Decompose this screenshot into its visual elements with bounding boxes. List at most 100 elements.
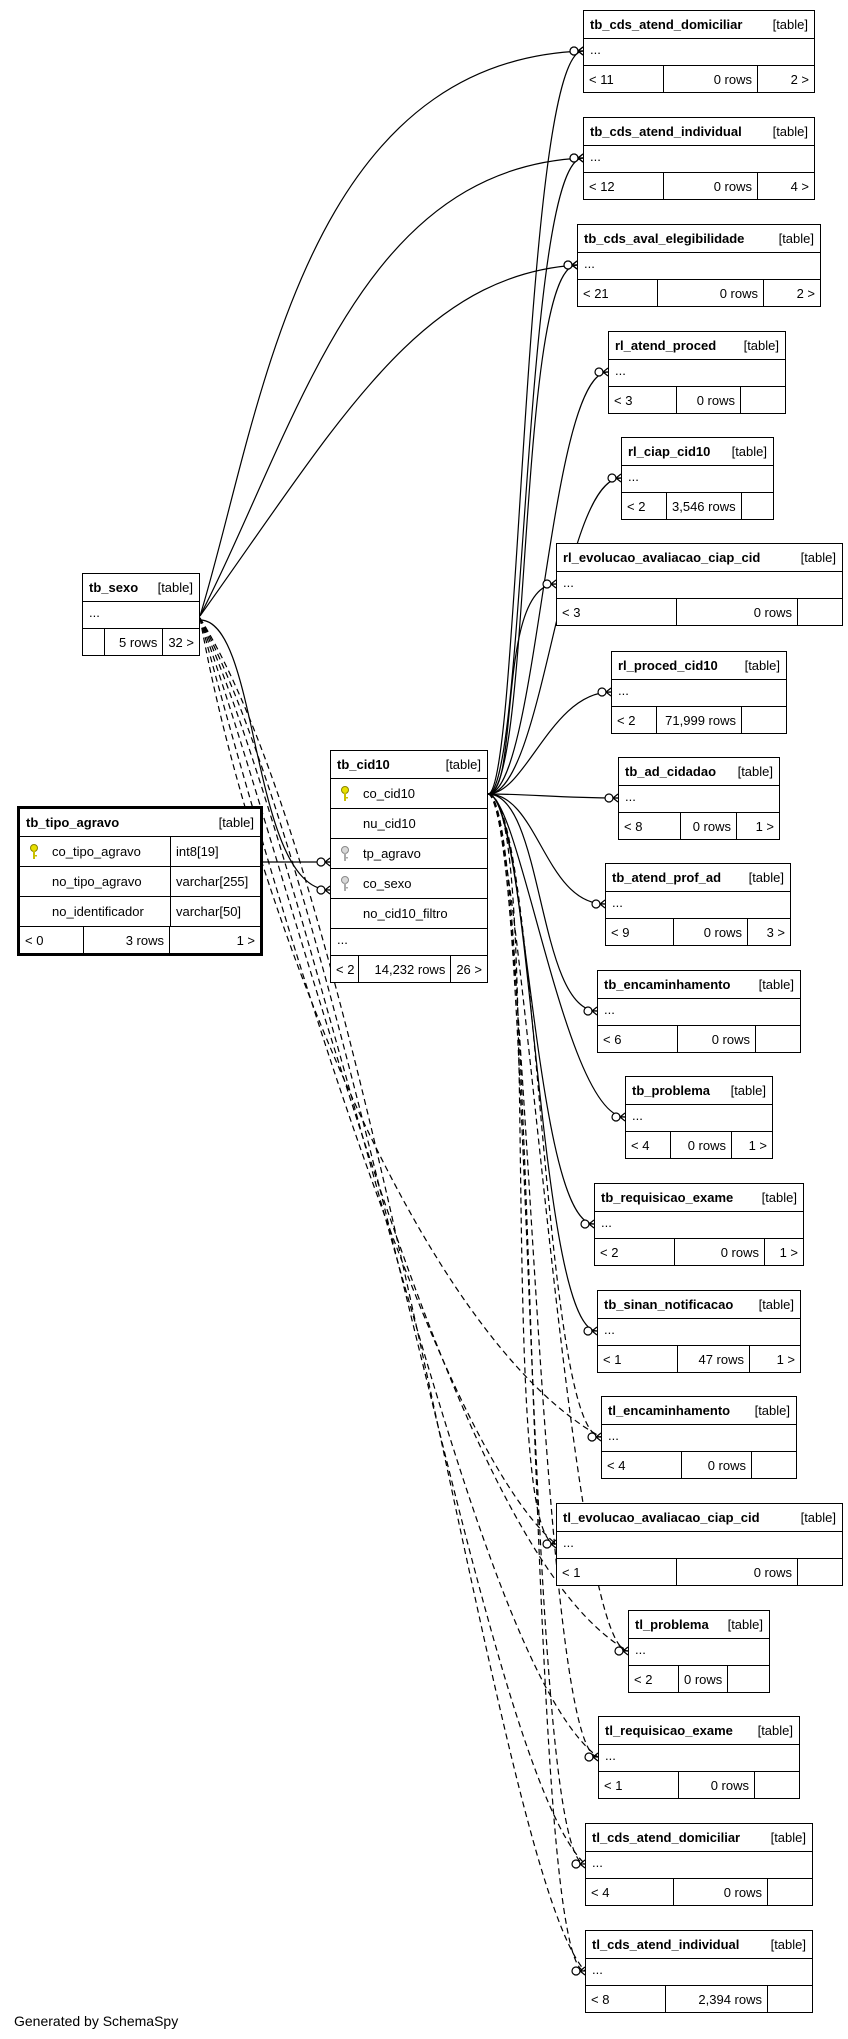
table-rl-evolucao-avaliacao-ciap-cid[interactable]: rl_evolucao_avaliacao_ciap_cid[table]...… <box>556 543 843 626</box>
fk-end-marker <box>316 885 326 895</box>
column-row[interactable]: tp_agravo <box>331 839 487 869</box>
table-name: tb_requisicao_exame <box>601 1190 734 1205</box>
parent-count[interactable]: < 1 <box>599 1772 679 1798</box>
child-count[interactable]: 32 > <box>168 634 194 650</box>
parent-count[interactable]: < 8 <box>586 1986 666 2012</box>
parent-count[interactable]: < 3 <box>609 387 677 413</box>
table-name: tb_atend_prof_ad <box>612 870 722 885</box>
parent-count[interactable]: < 3 <box>557 599 677 625</box>
parent-count[interactable]: < 2 <box>612 707 657 733</box>
table-columns-ellipsis: ... <box>586 1852 812 1879</box>
fk-line-sexo <box>199 50 584 617</box>
row-count: 0 rows <box>674 1879 768 1905</box>
row-count: 0 rows <box>674 919 748 945</box>
child-count[interactable] <box>755 1772 799 1798</box>
fk-line-cid <box>487 477 622 795</box>
child-count[interactable] <box>752 1452 796 1478</box>
fk-end-marker <box>571 1859 581 1869</box>
child-count[interactable] <box>742 493 786 519</box>
parent-count[interactable]: < 2 <box>331 956 359 982</box>
child-count[interactable] <box>798 1559 842 1585</box>
parent-count[interactable]: < 11 <box>584 66 664 92</box>
table-header: tb_requisicao_exame[table] <box>595 1184 803 1212</box>
child-count[interactable]: 1 > <box>755 818 774 834</box>
column-row[interactable]: co_cid10 <box>331 779 487 809</box>
column-row[interactable]: co_sexo <box>331 869 487 899</box>
parent-count[interactable]: < 4 <box>602 1452 682 1478</box>
child-count[interactable] <box>728 1666 772 1692</box>
child-count[interactable] <box>798 599 842 625</box>
fk-line-sexo-dashed <box>199 617 602 1438</box>
fk-line-sexo-dashed <box>199 617 586 1865</box>
child-count[interactable] <box>768 1986 812 2012</box>
child-count[interactable]: 1 > <box>776 1351 795 1367</box>
child-count[interactable] <box>768 1879 812 1905</box>
fk-line-cid <box>487 264 578 795</box>
fk-line-cid <box>487 793 557 1545</box>
child-count[interactable]: 2 > <box>796 285 815 301</box>
parent-count[interactable]: < 2 <box>622 493 667 519</box>
parent-count[interactable]: < 4 <box>626 1132 671 1158</box>
parent-count[interactable]: < 8 <box>619 813 681 839</box>
row-count: 0 rows <box>682 1452 752 1478</box>
parent-count[interactable]: < 1 <box>598 1346 678 1372</box>
child-count[interactable] <box>756 1026 800 1052</box>
parent-count[interactable]: < 0 <box>20 927 84 953</box>
column-row[interactable]: no_identificador varchar[50] <box>20 897 260 927</box>
child-count[interactable]: 4 > <box>790 178 809 194</box>
parent-count[interactable]: < 21 <box>578 280 658 306</box>
child-count[interactable] <box>741 387 785 413</box>
child-count[interactable]: 26 > <box>456 961 482 977</box>
column-row[interactable]: nu_cid10 <box>331 809 487 839</box>
parent-count[interactable]: < 1 <box>557 1559 677 1585</box>
column-row[interactable]: co_tipo_agravo int8[19] <box>20 837 260 867</box>
parent-count[interactable] <box>83 629 105 655</box>
fk-end-marker <box>542 1539 552 1549</box>
child-count[interactable]: 1 > <box>236 932 255 948</box>
column-row[interactable]: no_tipo_agravo varchar[255] <box>20 867 260 897</box>
row-count: 3,546 rows <box>667 493 742 519</box>
child-count[interactable]: 3 > <box>766 924 785 940</box>
table-tl-evolucao-avaliacao-ciap-cid[interactable]: tl_evolucao_avaliacao_ciap_cid[table]...… <box>556 1503 843 1586</box>
child-count[interactable] <box>742 707 786 733</box>
child-count[interactable]: 2 > <box>790 71 809 87</box>
parent-count[interactable]: < 12 <box>584 173 664 199</box>
parent-count[interactable]: < 4 <box>586 1879 674 1905</box>
parent-count[interactable]: < 6 <box>598 1026 678 1052</box>
table-columns-ellipsis: ... <box>595 1212 803 1239</box>
table-header: tl_problema[table] <box>629 1611 769 1639</box>
fk-line-cid <box>487 157 584 795</box>
table-tb-cid10[interactable]: tb_cid10 [table] co_cid10 nu_cid10 tp_ag… <box>330 750 488 983</box>
row-count: 0 rows <box>658 280 764 306</box>
child-count[interactable]: 1 > <box>748 1137 767 1153</box>
table-name: tl_encaminhamento <box>608 1403 731 1418</box>
child-count[interactable]: 1 > <box>779 1244 798 1260</box>
parent-count[interactable]: < 2 <box>595 1239 675 1265</box>
table-tb-tipo-agravo[interactable]: tb_tipo_agravo [table] co_tipo_agravo in… <box>17 806 263 956</box>
parent-count[interactable]: < 9 <box>606 919 674 945</box>
table-header: tl_cds_atend_domiciliar[table] <box>586 1824 812 1852</box>
row-count: 0 rows <box>677 1559 798 1585</box>
parent-count[interactable]: < 2 <box>629 1666 679 1692</box>
table-tb-sexo[interactable]: tb_sexo [table] ... 5 rows 32 > <box>82 573 200 656</box>
column-row[interactable]: no_cid10_filtro <box>331 899 487 929</box>
